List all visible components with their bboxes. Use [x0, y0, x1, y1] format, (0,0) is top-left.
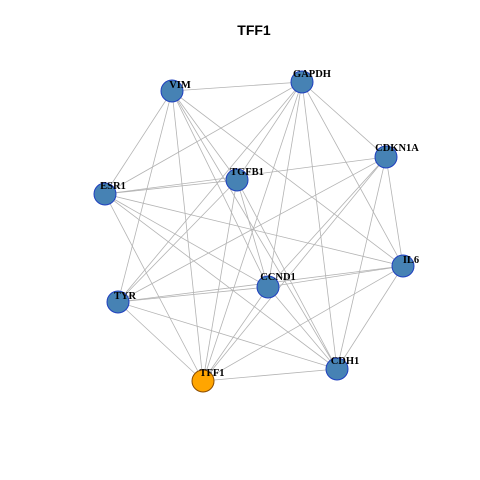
- node-label-vim: VIM: [169, 80, 191, 91]
- edge-tgfb1-ccnd1: [236, 179, 269, 288]
- edge-cdkn1a-il6: [385, 156, 404, 267]
- edge-vim-gapdh: [171, 81, 303, 92]
- node-tyr: [106, 290, 130, 314]
- node-label-il6: IL6: [403, 255, 419, 266]
- edge-esr1-tff1: [104, 193, 204, 382]
- edge-tff1-cdh1: [202, 368, 338, 382]
- edge-cdkn1a-ccnd1: [267, 156, 387, 288]
- node-label-tff1: TFF1: [199, 368, 224, 379]
- edge-tyr-tff1: [117, 301, 204, 382]
- edge-il6-ccnd1: [267, 265, 404, 288]
- node-cdh1: [325, 357, 349, 381]
- node-label-cdkn1a: CDKN1A: [375, 143, 419, 154]
- edge-gapdh-esr1: [104, 81, 303, 195]
- edge-gapdh-cdkn1a: [301, 81, 387, 158]
- node-label-gapdh: GAPDH: [293, 69, 331, 80]
- node-cdkn1a: [374, 145, 398, 169]
- node-tff1: [191, 369, 215, 393]
- edge-ccnd1-cdh1: [267, 286, 338, 370]
- edge-vim-tgfb1: [171, 90, 238, 181]
- edge-gapdh-ccnd1: [267, 81, 303, 288]
- edge-tgfb1-cdh1: [236, 179, 338, 370]
- edge-layer: [104, 81, 404, 382]
- node-ccnd1: [256, 275, 280, 299]
- node-esr1: [93, 182, 117, 206]
- node-il6: [391, 254, 415, 278]
- edge-ccnd1-tff1: [202, 286, 269, 382]
- node-vim: [160, 79, 184, 103]
- node-label-esr1: ESR1: [100, 181, 126, 192]
- edge-esr1-cdh1: [104, 193, 338, 370]
- edge-gapdh-tgfb1: [236, 81, 303, 181]
- node-gapdh: [290, 70, 314, 94]
- edge-gapdh-tff1: [202, 81, 303, 382]
- edge-vim-tyr: [117, 90, 173, 303]
- edge-vim-ccnd1: [171, 90, 269, 288]
- node-label-ccnd1: CCND1: [260, 272, 296, 283]
- edge-esr1-il6: [104, 193, 404, 267]
- graph-title: TFF1: [237, 22, 271, 38]
- edge-gapdh-tyr: [117, 81, 303, 303]
- node-label-cdh1: CDH1: [331, 356, 360, 367]
- edge-vim-tff1: [171, 90, 204, 382]
- node-label-tgfb1: TGFB1: [230, 167, 264, 178]
- edge-vim-il6: [171, 90, 404, 267]
- edge-tyr-cdh1: [117, 301, 338, 370]
- node-label-tyr: TYR: [114, 291, 137, 302]
- edge-cdkn1a-cdh1: [336, 156, 387, 370]
- node-tgfb1: [225, 168, 249, 192]
- edge-gapdh-il6: [301, 81, 404, 267]
- edge-ccnd1-tyr: [117, 286, 269, 303]
- edge-il6-cdh1: [336, 265, 404, 370]
- edge-tgfb1-tyr: [117, 179, 238, 303]
- edge-gapdh-cdh1: [301, 81, 338, 370]
- edge-cdkn1a-tff1: [202, 156, 387, 382]
- node-layer: [93, 70, 415, 393]
- edge-tgfb1-esr1: [104, 179, 238, 195]
- edge-vim-esr1: [104, 90, 173, 195]
- edge-il6-tff1: [202, 265, 404, 382]
- edge-esr1-ccnd1: [104, 193, 269, 288]
